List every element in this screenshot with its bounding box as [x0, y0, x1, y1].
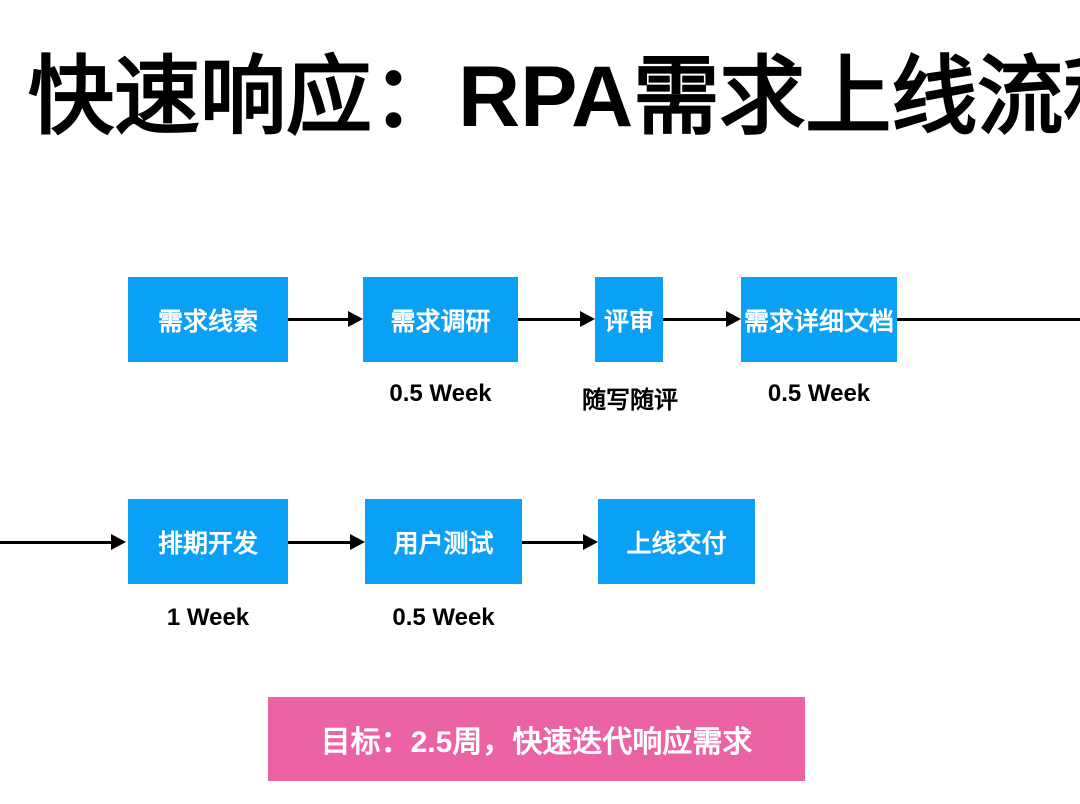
flow-connector-offslide-right [897, 311, 1080, 327]
flow-connector [663, 311, 741, 327]
flow-node-label: 上线交付 [626, 529, 727, 558]
arrow-shaft [518, 317, 580, 321]
arrow-head-icon [348, 311, 363, 327]
flow-node-requirement-doc: 需求详细文档 [741, 277, 897, 362]
flow-node-label: 需求调研 [390, 307, 491, 336]
arrow-shaft [0, 540, 111, 544]
arrow-shaft [663, 317, 726, 321]
arrow-head-icon [111, 534, 126, 550]
duration-label: 0.5 Week [392, 604, 495, 631]
duration-label: 0.5 Week [389, 380, 492, 407]
flow-node-label: 排期开发 [157, 529, 258, 558]
flow-node-user-test: 用户测试 [365, 499, 522, 584]
flow-node-label: 需求详细文档 [743, 307, 894, 336]
flow-node-requirement-lead: 需求线索 [128, 277, 288, 362]
flow-connector [288, 311, 363, 327]
flow-node-label: 评审 [603, 307, 654, 336]
flow-connector [518, 311, 595, 327]
arrow-head-icon [583, 534, 598, 550]
goal-banner: 目标：2.5周，快速迭代响应需求 [268, 697, 805, 781]
flow-node-requirement-research: 需求调研 [363, 277, 518, 362]
arrow-head-icon [350, 534, 365, 550]
flow-node-label: 用户测试 [393, 529, 494, 558]
arrow-shaft [897, 317, 1080, 321]
arrow-head-icon [580, 311, 595, 327]
flow-connector [522, 534, 598, 550]
page-title: 快速响应：RPA需求上线流程 [28, 49, 1080, 145]
flow-node-label: 需求线索 [157, 307, 258, 336]
arrow-head-icon [726, 311, 741, 327]
flow-connector-offslide-left [0, 534, 126, 550]
flow-node-schedule-dev: 排期开发 [128, 499, 288, 584]
arrow-shaft [288, 317, 348, 321]
goal-banner-text: 目标：2.5周，快速迭代响应需求 [320, 726, 753, 759]
duration-label: 0.5 Week [767, 380, 871, 407]
arrow-shaft [288, 540, 350, 544]
flow-node-review: 评审 [595, 277, 663, 362]
duration-label: 1 Week [166, 604, 250, 631]
duration-label: 随写随评 [582, 387, 678, 414]
arrow-shaft [522, 540, 583, 544]
flow-connector [288, 534, 365, 550]
flow-node-launch-delivery: 上线交付 [598, 499, 755, 584]
